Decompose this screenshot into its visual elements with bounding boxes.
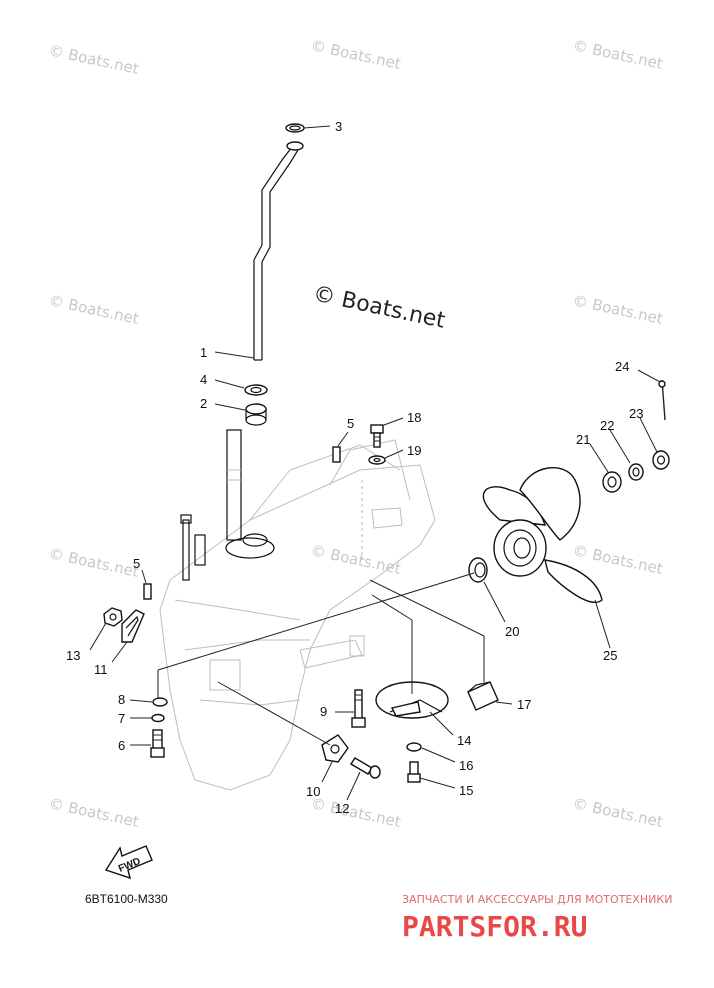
callout-8: 8 [118, 692, 125, 707]
callout-2: 2 [200, 396, 207, 411]
callout-23: 23 [629, 406, 643, 421]
bolt-9 [351, 689, 366, 728]
bolt-15 [407, 761, 421, 783]
watermark: © Boats.net [47, 544, 140, 581]
pin-5-upper [332, 446, 341, 463]
callout-19: 19 [407, 443, 421, 458]
callout-13: 13 [66, 648, 80, 663]
nut-13 [103, 607, 123, 627]
brand-logo: PARTSFOR.RU [402, 910, 587, 943]
propeller-25 [482, 466, 603, 603]
lock-washer-7 [151, 713, 165, 723]
fwd-arrow: FWD [104, 845, 153, 880]
callout-5-upper: 5 [347, 416, 354, 431]
watermark: © Boats.net [571, 541, 664, 578]
screw-12 [350, 757, 381, 779]
lower-casing [159, 439, 436, 791]
watermark: © Boats.net [571, 291, 664, 328]
watermark: © Boats.net [47, 794, 140, 831]
watermark: © Boats.net [571, 794, 664, 831]
callout-11: 11 [94, 662, 108, 677]
callout-25: 25 [603, 648, 617, 663]
watermark: © Boats.net [47, 41, 140, 78]
grommet-2 [245, 403, 267, 426]
water-tube [253, 141, 304, 361]
center-watermark: © Boats.net [311, 281, 448, 333]
callout-numbers: 1 2 3 4 5 5 6 7 8 9 10 11 12 13 14 15 16… [66, 119, 643, 816]
washer-21 [602, 471, 622, 493]
shift-rod [180, 514, 206, 581]
seal-3 [285, 123, 305, 133]
leader-lines [89, 125, 661, 801]
callout-15: 15 [459, 783, 473, 798]
callout-7: 7 [118, 711, 125, 726]
callout-3: 3 [335, 119, 342, 134]
callout-4: 4 [200, 372, 207, 387]
callout-6: 6 [118, 738, 125, 753]
nut-23 [652, 450, 670, 470]
callout-17: 17 [517, 697, 531, 712]
callout-24: 24 [615, 359, 629, 374]
plate-11 [121, 609, 145, 643]
callout-14: 14 [457, 733, 471, 748]
brand-tagline: ЗАПЧАСТИ И АКСЕССУАРЫ ДЛЯ МОТОТЕХНИКИ [402, 893, 672, 906]
washer-19 [368, 455, 386, 465]
spacer-20 [468, 557, 488, 583]
watermark: © Boats.net [47, 291, 140, 328]
callout-20: 20 [505, 624, 519, 639]
washer-16 [406, 742, 422, 752]
callout-21: 21 [576, 432, 590, 447]
watermark: © Boats.net [571, 36, 664, 73]
callout-9: 9 [320, 704, 327, 719]
grommet-4 [244, 384, 268, 396]
pin-5-lower [143, 583, 152, 600]
diagram-code: 6BT6100-M330 [85, 892, 168, 906]
callout-22: 22 [600, 418, 614, 433]
drive-shaft [225, 429, 275, 559]
callout-12: 12 [335, 801, 349, 816]
washer-22 [628, 463, 644, 481]
cotter-pin-24 [658, 379, 666, 421]
callout-18: 18 [407, 410, 421, 425]
callout-16: 16 [459, 758, 473, 773]
washer-8 [152, 697, 168, 707]
watermark: © Boats.net [309, 794, 402, 831]
bolt-6 [150, 729, 165, 758]
watermark: © Boats.net [309, 541, 402, 578]
anode-10 [321, 734, 349, 763]
watermark: © Boats.net [309, 36, 402, 73]
anode-17 [467, 681, 499, 711]
trim-tab-14 [375, 681, 449, 719]
callout-10: 10 [306, 784, 320, 799]
callout-1: 1 [200, 345, 207, 360]
bolt-18 [370, 424, 384, 448]
callout-5-lower: 5 [133, 556, 140, 571]
